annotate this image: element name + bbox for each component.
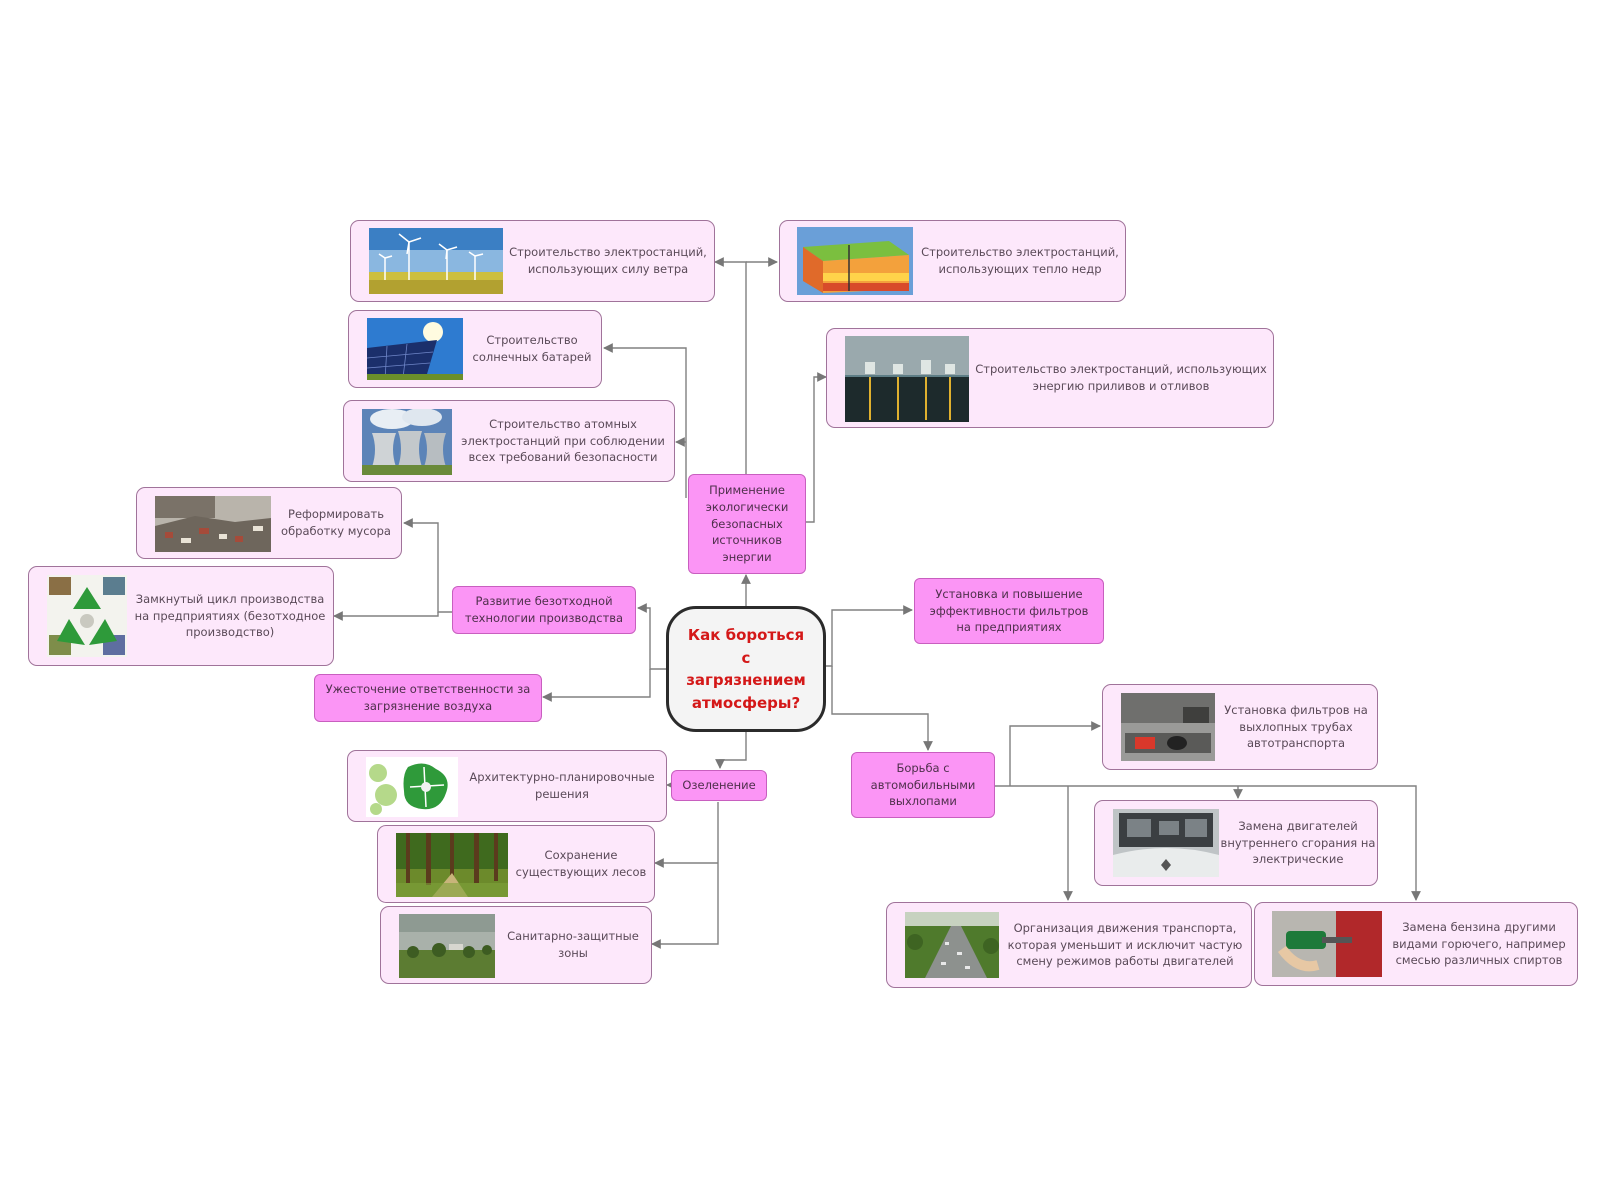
category-greening-label: Озеленение bbox=[682, 778, 756, 793]
central-topic-title: Как бороться с загрязнением атмосферы? bbox=[686, 626, 806, 712]
connector-wastefree-garbage bbox=[403, 518, 452, 613]
leaf-nuclear-label: Строительство атомных электростанций при… bbox=[461, 416, 665, 465]
leaf-forests[interactable]: Сохранение существующих лесов bbox=[377, 825, 655, 903]
traffic-icon bbox=[905, 912, 999, 978]
leaf-closed-cycle[interactable]: Замкнутый цикл производства на предприят… bbox=[28, 566, 334, 666]
category-filters[interactable]: Установка и повышение эффективности филь… bbox=[914, 578, 1104, 644]
landfill-icon bbox=[155, 496, 271, 552]
leaf-sanitary-label: Санитарно-защитные зоны bbox=[507, 929, 639, 960]
leaf-wind-label: Строительство электростанций, использующ… bbox=[509, 245, 707, 276]
category-responsibility-label: Ужесточение ответственности за загрязнен… bbox=[325, 682, 531, 713]
connector-central-responsibility bbox=[542, 669, 651, 702]
category-exhaust[interactable]: Борьба с автомобильными выхлопами bbox=[851, 752, 995, 818]
green-belt-icon bbox=[399, 914, 495, 978]
connector-central-exhaust bbox=[831, 666, 933, 751]
leaf-garbage[interactable]: Реформировать обработку мусора bbox=[136, 487, 402, 559]
leaf-architecture-label: Архитектурно-планировочные решения bbox=[469, 770, 655, 801]
solar-panels-icon bbox=[367, 318, 463, 380]
leaf-solar-label: Строительство солнечных батарей bbox=[472, 333, 592, 364]
leaf-fuel-label: Замена бензина другими видами горючего, … bbox=[1392, 919, 1566, 968]
leaf-electric-label: Замена двигателей внутреннего сгорания н… bbox=[1220, 818, 1376, 867]
category-waste-free-label: Развитие безотходной технологии производ… bbox=[464, 594, 624, 625]
connector-central-greening bbox=[715, 732, 747, 769]
recycling-icon bbox=[47, 575, 127, 657]
connector-energy-wind bbox=[714, 257, 747, 474]
leaf-exhaust-filters-label: Установка фильтров на выхлопных трубах а… bbox=[1224, 702, 1368, 751]
category-exhaust-label: Борьба с автомобильными выхлопами bbox=[870, 760, 976, 809]
leaf-traffic[interactable]: Организация движения транспорта, которая… bbox=[886, 902, 1252, 988]
category-waste-free[interactable]: Развитие безотходной технологии производ… bbox=[452, 586, 636, 634]
connector-energy-tidal bbox=[806, 372, 827, 523]
category-energy[interactable]: Применение экологически безопасных источ… bbox=[688, 474, 806, 574]
connector-wastefree-cycle bbox=[333, 611, 439, 621]
leaf-geothermal[interactable]: Строительство электростанций, использующ… bbox=[779, 220, 1126, 302]
connector-energy-solar bbox=[603, 343, 687, 498]
leaf-garbage-label: Реформировать обработку мусора bbox=[281, 507, 391, 538]
leaf-tidal[interactable]: Строительство электростанций, использующ… bbox=[826, 328, 1274, 428]
leaf-traffic-label: Организация движения транспорта, которая… bbox=[1007, 920, 1243, 969]
connector-central-left-trunk bbox=[637, 603, 666, 670]
geothermal-icon bbox=[797, 227, 913, 295]
forest-icon bbox=[396, 833, 508, 897]
leaf-nuclear[interactable]: Строительство атомных электростанций при… bbox=[343, 400, 675, 482]
leaf-solar[interactable]: Строительство солнечных батарей bbox=[348, 310, 602, 388]
green-plan-icon bbox=[366, 757, 458, 817]
leaf-electric[interactable]: Замена двигателей внутреннего сгорания н… bbox=[1094, 800, 1378, 886]
leaf-fuel[interactable]: Замена бензина другими видами горючего, … bbox=[1254, 902, 1578, 986]
leaf-closed-cycle-label: Замкнутый цикл производства на предприят… bbox=[134, 591, 326, 640]
category-filters-label: Установка и повышение эффективности филь… bbox=[929, 586, 1089, 635]
leaf-sanitary[interactable]: Санитарно-защитные зоны bbox=[380, 906, 652, 984]
leaf-geothermal-label: Строительство электростанций, использующ… bbox=[921, 245, 1119, 276]
category-energy-label: Применение экологически безопасных источ… bbox=[705, 483, 789, 564]
electric-car-icon bbox=[1113, 809, 1219, 877]
connector-central-filters bbox=[826, 605, 913, 667]
leaf-exhaust-filters[interactable]: Установка фильтров на выхлопных трубах а… bbox=[1102, 684, 1378, 770]
category-responsibility[interactable]: Ужесточение ответственности за загрязнен… bbox=[314, 674, 542, 722]
fuel-nozzle-icon bbox=[1272, 911, 1382, 977]
category-greening[interactable]: Озеленение bbox=[671, 770, 767, 801]
connector-exhaust-filter bbox=[1009, 721, 1101, 786]
leaf-forests-label: Сохранение существующих лесов bbox=[515, 848, 647, 879]
central-topic[interactable]: Как бороться с загрязнением атмосферы? bbox=[666, 606, 826, 732]
cooling-towers-icon bbox=[362, 409, 452, 475]
leaf-tidal-label: Строительство электростанций, использующ… bbox=[975, 362, 1267, 393]
leaf-wind[interactable]: Строительство электростанций, использующ… bbox=[350, 220, 715, 302]
exhaust-filter-icon bbox=[1121, 693, 1215, 761]
wind-turbines-icon bbox=[369, 228, 503, 294]
connector-exhaust-branches bbox=[994, 785, 1421, 901]
leaf-architecture[interactable]: Архитектурно-планировочные решения bbox=[347, 750, 667, 822]
connector-greening-branches bbox=[651, 802, 719, 949]
tidal-turbines-icon bbox=[845, 336, 969, 422]
